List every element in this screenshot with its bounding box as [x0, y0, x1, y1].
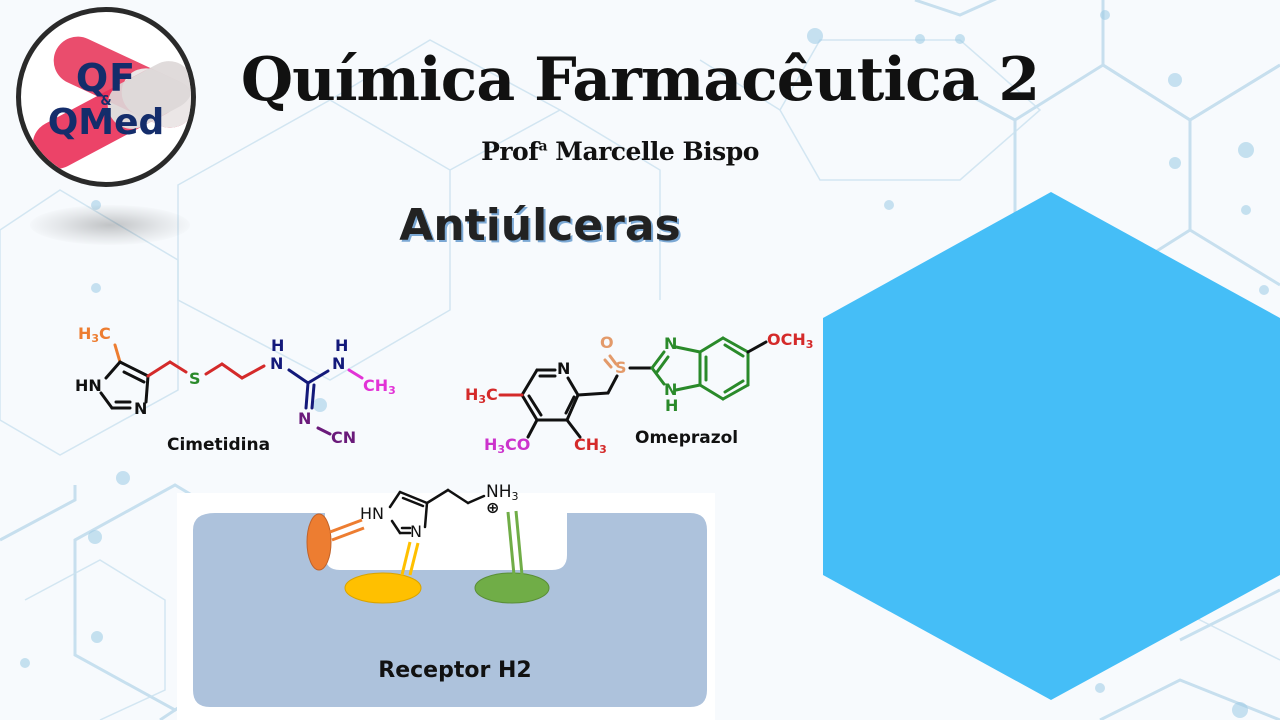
logo-qmed: QMed	[47, 102, 165, 143]
omeprazol-label: Omeprazol	[635, 428, 739, 448]
receptor-figure	[177, 493, 715, 720]
cim-nh1-n: N	[270, 354, 284, 373]
ligand-hn: HN	[360, 504, 384, 523]
logo-ampersand: &	[100, 94, 112, 109]
subtitle-superscript: a	[538, 138, 548, 155]
slide-subtitle: Profa Marcelle Bispo	[420, 137, 820, 166]
receptor-label: Receptor H2	[378, 658, 532, 683]
ome-ch3: CH3	[574, 435, 607, 456]
cim-nh2-h: H	[335, 336, 349, 355]
cimetidina-label: Cimetidina	[167, 435, 271, 455]
ome-h-bottom: H	[665, 396, 679, 415]
course-logo: QF & QMed	[16, 7, 196, 187]
subtitle-name: Marcelle Bispo	[547, 137, 759, 166]
ome-pyridine-n: N	[557, 359, 571, 378]
cim-nh2-n: N	[332, 354, 346, 373]
cim-s: S	[189, 369, 201, 388]
ome-n-bottom: N	[664, 380, 678, 399]
cim-hn: HN	[75, 376, 102, 395]
cim-n-imine: N	[298, 409, 312, 428]
ligand-nh3: NH3	[486, 482, 519, 503]
cim-h3c: H3C	[78, 324, 111, 345]
ome-och3: OCH3	[767, 330, 814, 351]
cim-ring-n: N	[134, 399, 148, 418]
ome-h3c: H3C	[465, 385, 498, 406]
logo-shadow	[30, 205, 190, 245]
cim-cn: CN	[331, 428, 357, 447]
pill-icon	[32, 36, 191, 169]
cim-nh1-h: H	[271, 336, 285, 355]
ome-n-top: N	[664, 334, 678, 353]
ome-o: O	[600, 333, 614, 352]
ome-h3co: H3CO	[484, 435, 531, 456]
ligand-n: N	[410, 522, 422, 541]
cim-ch3: CH3	[363, 376, 396, 397]
logo-qf: QF	[75, 56, 137, 100]
slide-title: Química Farmacêutica 2	[240, 45, 1040, 115]
topic-heading: Antiúlceras	[399, 200, 681, 251]
subtitle-prefix: Prof	[481, 137, 539, 166]
ligand-positive-charge-icon: ⊕	[486, 498, 500, 517]
ome-s: S	[615, 358, 627, 377]
